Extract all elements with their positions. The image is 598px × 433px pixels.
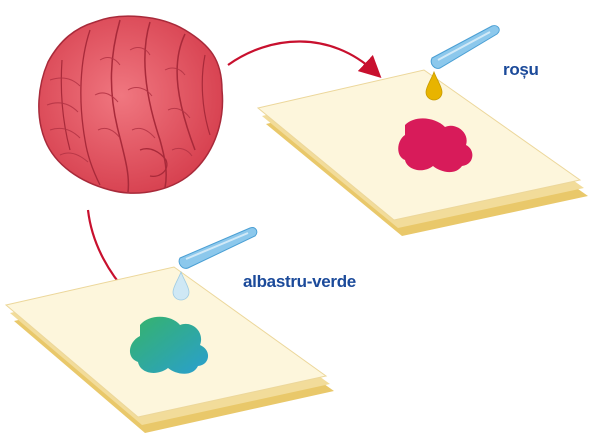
red-result-label: roșu bbox=[503, 60, 539, 80]
pipette-icon bbox=[431, 26, 499, 69]
filter-paper-icon bbox=[258, 70, 588, 236]
red-cabbage-icon bbox=[39, 16, 223, 193]
blue-green-result-label: albastru-verde bbox=[243, 272, 356, 292]
pipette-icon bbox=[179, 228, 257, 269]
arrow-icon bbox=[228, 41, 375, 72]
